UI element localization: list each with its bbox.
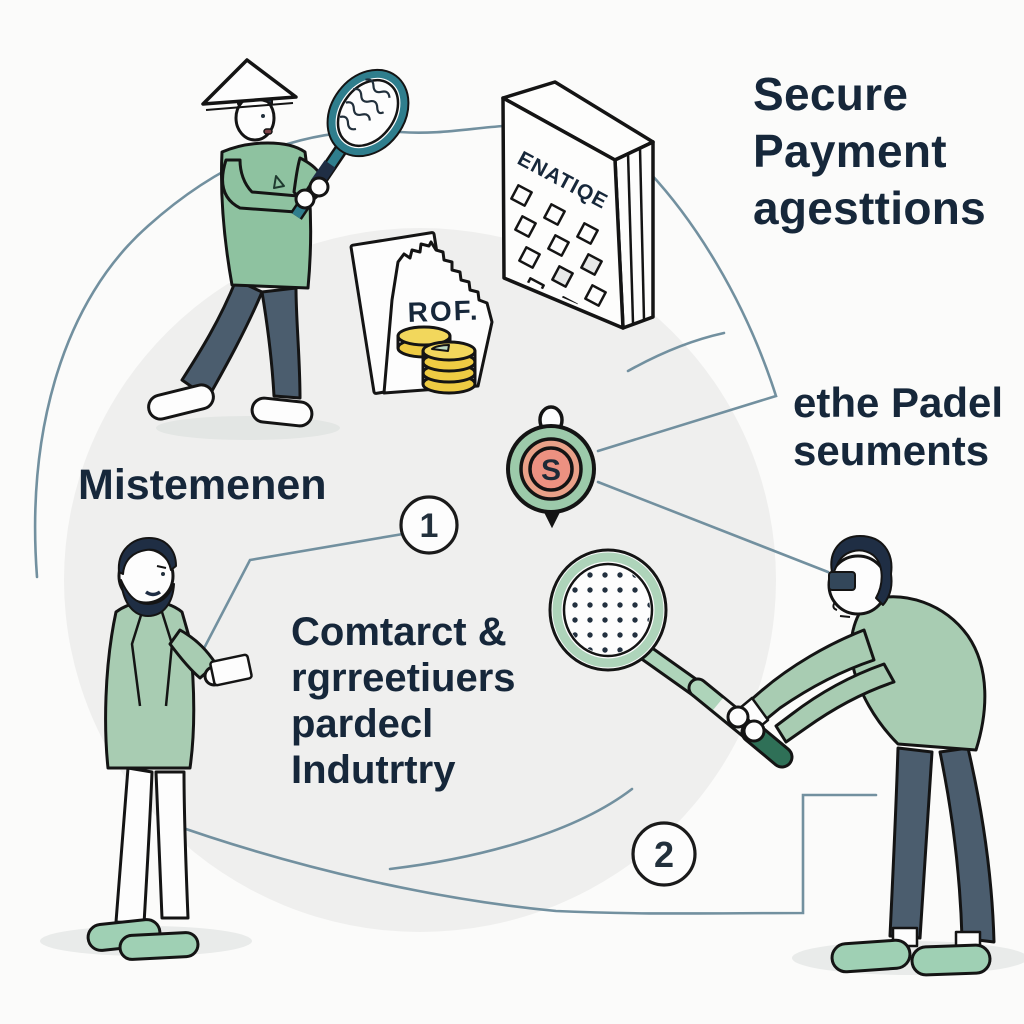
connector-big-arc-left [33, 124, 506, 579]
racket-string-scribbles [339, 78, 391, 131]
arm [168, 628, 218, 680]
industry-block-label: Comtarct & rgrreetiuers pardecl Indutrtr… [291, 610, 516, 792]
right-shoe [250, 396, 314, 428]
right-leg [154, 770, 190, 920]
arm [774, 662, 896, 744]
tennis-racket-icon [290, 68, 410, 220]
background-blob [64, 228, 776, 932]
office-building-icon: ENATIQE [501, 80, 655, 330]
hair [117, 537, 177, 575]
seal-pendant-icon: S [506, 405, 596, 529]
mistemenen-label: Mistemenen [78, 461, 327, 509]
coins-icon [396, 325, 477, 395]
lips [263, 128, 273, 135]
connector-lines [33, 124, 878, 915]
step-2-badge: 2 [631, 821, 697, 887]
mouth [839, 615, 851, 618]
invoice-coins-icon: ROF. [349, 231, 494, 395]
invoice-label-text: ROF. [407, 295, 480, 328]
connector-seal-to-player [596, 480, 830, 574]
jacket [104, 600, 196, 770]
hand [742, 719, 766, 743]
step-1-badge: 1 [399, 495, 459, 555]
conical-hat-icon [201, 58, 298, 106]
hand [726, 705, 750, 729]
right-shoe [910, 943, 992, 977]
shirt-logo [273, 175, 285, 189]
left-shoe [830, 938, 912, 974]
connector-arc-fragment-top [626, 331, 726, 373]
connector-step1-leader [198, 532, 405, 658]
seal-letter-text: S [541, 454, 561, 487]
left-shoe [147, 383, 215, 421]
right-shoe [118, 931, 200, 961]
step-1-number: 1 [420, 507, 439, 545]
connector-arc-to-padel-label [596, 170, 778, 453]
id-card-icon [209, 653, 253, 687]
connector-bottom-step [161, 793, 878, 915]
padel-racket-icon [548, 548, 794, 769]
back-leg [938, 746, 996, 944]
left-leg [114, 766, 154, 926]
mustache [144, 590, 162, 597]
title-text: Secure Payment agesttions [753, 68, 987, 234]
beard [120, 579, 175, 617]
padel-player-icon [726, 535, 996, 977]
eye [161, 572, 165, 576]
step-2-number: 2 [654, 834, 674, 875]
eye [261, 114, 265, 118]
padel-segment-label: ethe Padel seuments [793, 379, 1004, 474]
player-conical-hat-icon [147, 58, 410, 428]
hand [308, 176, 330, 198]
connector-arc-fragment-bottom [388, 787, 634, 871]
hand [294, 188, 316, 210]
nose [832, 601, 838, 611]
right-leg [260, 286, 302, 400]
businessman-icon [86, 537, 253, 961]
front-leg [888, 746, 934, 940]
hair [830, 535, 893, 606]
glasses-icon [828, 571, 856, 591]
